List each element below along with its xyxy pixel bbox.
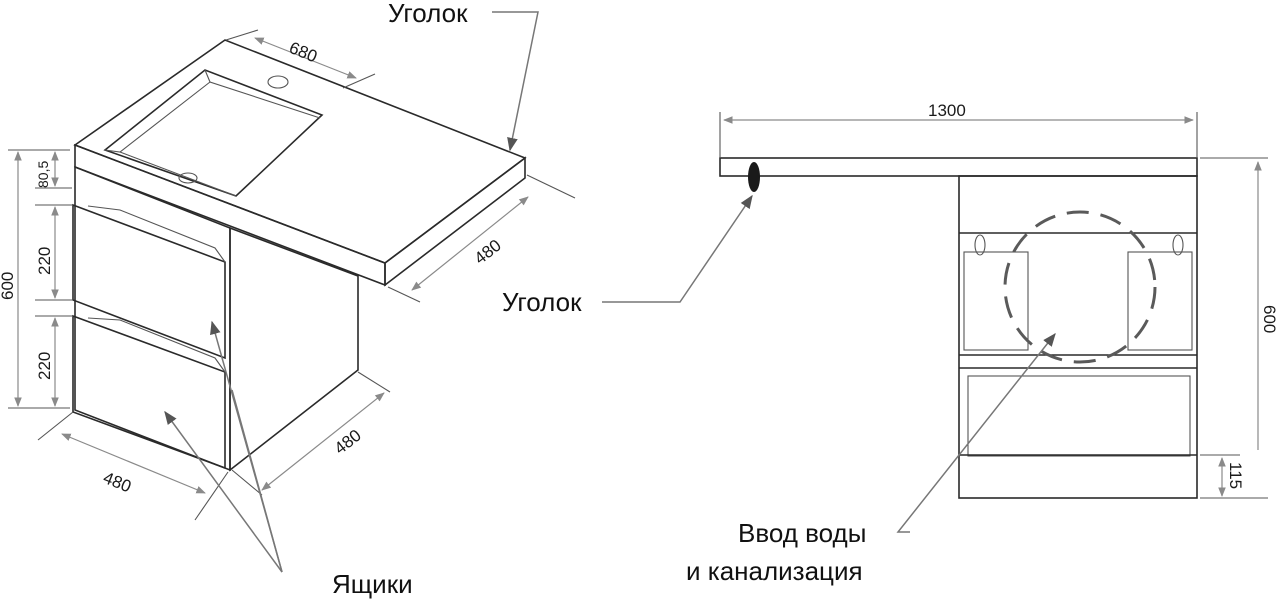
dim-height-total: 600	[0, 272, 17, 300]
corner-profile	[748, 162, 760, 192]
front-worktop	[719, 157, 1198, 177]
isometric-view: 680 480 480 480 600	[0, 0, 576, 599]
label-corner-mid: Уголок	[502, 287, 582, 317]
front-view: 1300 600 115 Уголок Ввод воды и канализа…	[502, 101, 1279, 586]
pointer-corner-mid	[602, 194, 753, 303]
label-water-1: Ввод воды	[738, 518, 866, 548]
dim-drawer-lower: 220	[35, 352, 54, 380]
dim-plinth: 115	[1226, 462, 1245, 489]
water-inlet-zone	[1003, 210, 1157, 364]
drawer-lower	[72, 314, 226, 470]
faucet-hole	[267, 75, 289, 89]
pointer-drawer-2	[164, 410, 283, 573]
front-cabinet	[958, 175, 1198, 499]
dim-height-worktop: 80,5	[35, 161, 51, 188]
dim-base-width: 480	[101, 468, 134, 496]
label-water-2: и канализация	[686, 556, 863, 586]
cabinet-body	[72, 165, 359, 472]
dim-depth-top: 480	[471, 236, 505, 268]
pointer-drawer-3	[231, 389, 283, 573]
pointer-corner-top	[492, 11, 539, 152]
countertop-side-edge	[384, 156, 526, 287]
dim-front-height: 600	[1260, 305, 1279, 333]
dim-drawer-upper: 220	[35, 247, 54, 275]
drawer-upper	[72, 203, 226, 360]
iso-dimensions: 680 480 480 480 600	[0, 29, 576, 521]
dim-front-width: 1300	[928, 101, 966, 120]
label-drawers: Ящики	[332, 569, 413, 599]
label-corner-top: Уголок	[388, 0, 468, 28]
sink-basin	[103, 69, 324, 197]
pointer-water	[896, 332, 1056, 533]
